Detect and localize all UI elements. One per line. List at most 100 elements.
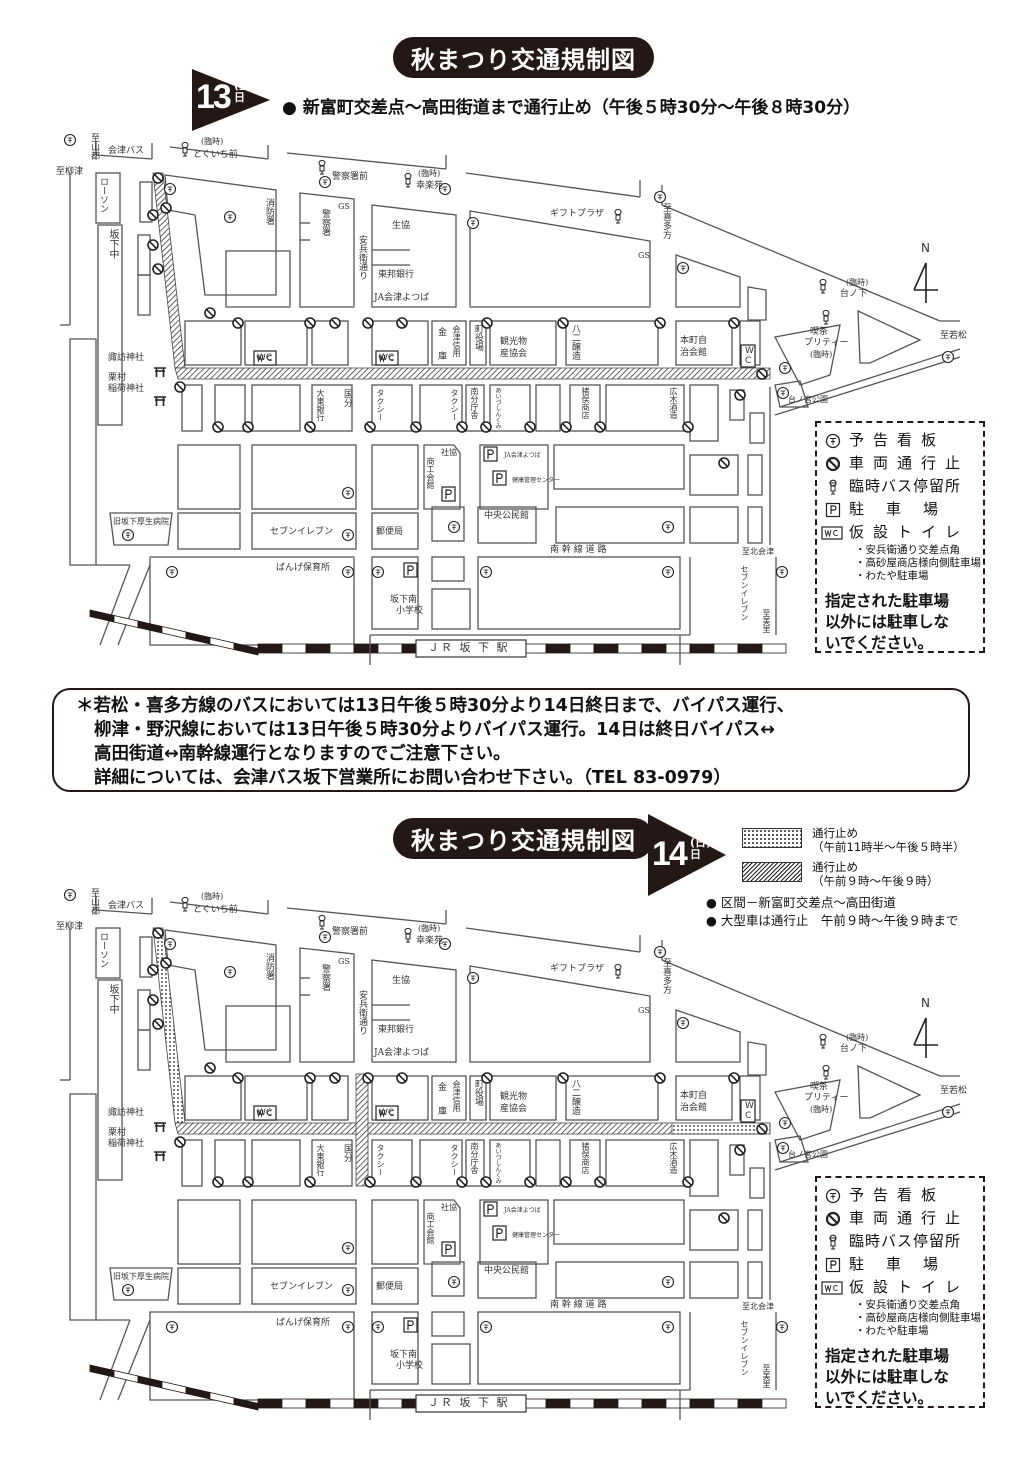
place-label-seven-v: セブンイレブン (740, 1320, 749, 1376)
no-entry-icon (362, 317, 374, 329)
key-item-parking: 駐車場 (825, 1253, 975, 1276)
road-edge (661, 204, 941, 322)
toilet-icon (821, 1281, 843, 1295)
rail-segment (233, 1397, 259, 1411)
city-block (774, 380, 809, 408)
day-number: 14 (652, 835, 688, 873)
block-kanko (489, 320, 557, 366)
no-entry-icon (756, 368, 768, 380)
block-east-1 (675, 1009, 741, 1063)
notice-board-icon (479, 1320, 493, 1334)
notice-line: 高田街道↔南幹線運行となりますのでご注意下さい。 (94, 744, 511, 764)
block-shinkumi (489, 1139, 531, 1187)
block-keisatsu (299, 947, 355, 1063)
road-edge (95, 909, 153, 915)
notice-board-icon (341, 486, 355, 500)
city-block (747, 1261, 763, 1299)
block-hachini (565, 320, 659, 366)
block (311, 320, 349, 366)
rail-segment (737, 1398, 763, 1409)
city-block (214, 1139, 246, 1187)
warning-line: 指定された駐車場 (825, 1347, 950, 1365)
notice-line: 柳津・野沢線においては13日午後５時30分よりバイパス運行。14日は終日バイパス… (94, 720, 775, 740)
place-label-to-kitaaizu: 至北会津 (742, 1302, 774, 1311)
block-wakamatsu (857, 309, 922, 364)
parking-icon (492, 1225, 507, 1241)
place-label-seven-v: セブンイレブン (740, 565, 749, 621)
city-block (689, 454, 739, 496)
block-town-office (469, 320, 487, 366)
place-label-rinji-1: (臨時) (201, 892, 224, 901)
place-label-gs2: GS (638, 251, 650, 260)
toilet-icon (253, 350, 277, 366)
place-label-bange-jh: 坂下中 (107, 229, 118, 259)
map-canvas (60, 888, 961, 1420)
block-daito (311, 1139, 353, 1187)
place-label-aizu-shinyo: 会津信用 (452, 1080, 461, 1112)
city-block (535, 1139, 561, 1187)
key-label: 予告看板 (849, 1186, 946, 1204)
north-arrow-label: N (921, 996, 930, 1010)
city-block (139, 181, 153, 223)
rail-segment (377, 1398, 403, 1409)
place-label-toho-bank: 東邦銀行 (378, 270, 415, 280)
rail-segment (665, 643, 691, 654)
place-label-post-office: 郵便局 (376, 527, 404, 537)
no-entry-icon (242, 1176, 254, 1188)
key-item-bus-stop: 臨時バス停留所 (825, 475, 975, 498)
notice-board-icon (447, 520, 461, 534)
toilet-label: W (745, 346, 754, 356)
no-entry-icon (594, 421, 606, 433)
place-label-shobosho: 消防署 (264, 953, 274, 980)
block (184, 320, 242, 366)
warning-line: 以外には駐車しな (825, 613, 950, 631)
bus-stop-icon (318, 914, 326, 930)
no-entry-icon (456, 1176, 468, 1188)
toilet-site: ・安兵衛通り交差点角 (855, 544, 960, 556)
place-label-kurimura: 栗村 (108, 373, 127, 383)
no-entry-icon (481, 317, 493, 329)
notice-board-icon (676, 261, 690, 275)
no-entry-icon (524, 421, 536, 433)
parking-icon (492, 470, 507, 486)
no-entry-icon (304, 1176, 316, 1188)
block-hiroki (605, 384, 685, 432)
rail-segment (617, 643, 643, 654)
key-item-parking: 駐車場 (825, 498, 975, 521)
notice-board-icon (341, 528, 355, 542)
place-label-kokubu: 国分 (342, 389, 352, 407)
place-label-inari: 稲荷神社 (108, 384, 145, 394)
place-label-aizu-shinyo: 会津信用 (452, 325, 461, 357)
place-label-kurimura: 栗村 (108, 1128, 127, 1138)
place-label-to-wakamatsu: 至若松 (940, 1086, 968, 1096)
rail-segment (617, 1398, 643, 1409)
toilet-label: C (745, 356, 752, 366)
place-label-aizu-bus: 会津バス (108, 901, 145, 911)
city-block (431, 588, 471, 630)
place-label-keisatsusho: 警察署 (320, 964, 330, 991)
place-label-bange-hoikusho: ばんげ保育所 (276, 563, 331, 573)
place-label-taxi: タクシー (376, 1144, 385, 1176)
city-block (689, 1209, 739, 1251)
block-shobosho-area (164, 929, 277, 1051)
closed-road-kokubu-cross (355, 1073, 369, 1187)
road-edge (661, 959, 941, 1077)
city-block (689, 1261, 739, 1299)
place-label-bange-hoikusho: ばんげ保育所 (276, 1318, 331, 1328)
block-honmachi (675, 1075, 733, 1121)
road-edge (117, 564, 151, 646)
notice-board-icon (447, 1275, 461, 1289)
toilet-icon (740, 1099, 756, 1123)
rail-segment (209, 636, 235, 651)
no-entry-icon (594, 1176, 606, 1188)
rail-segment (329, 643, 355, 654)
road-edge (779, 1103, 961, 1163)
block-east-2 (747, 286, 767, 321)
city-block (555, 1261, 685, 1299)
place-label-seikyo: 生協 (392, 221, 411, 231)
place-label-bange-minami: 坂下南 (390, 1350, 418, 1360)
weekday: (日)日 (690, 837, 711, 861)
parking-icon (441, 1241, 456, 1257)
no-entry-icon (147, 994, 159, 1006)
block-hiroki (605, 1139, 685, 1187)
